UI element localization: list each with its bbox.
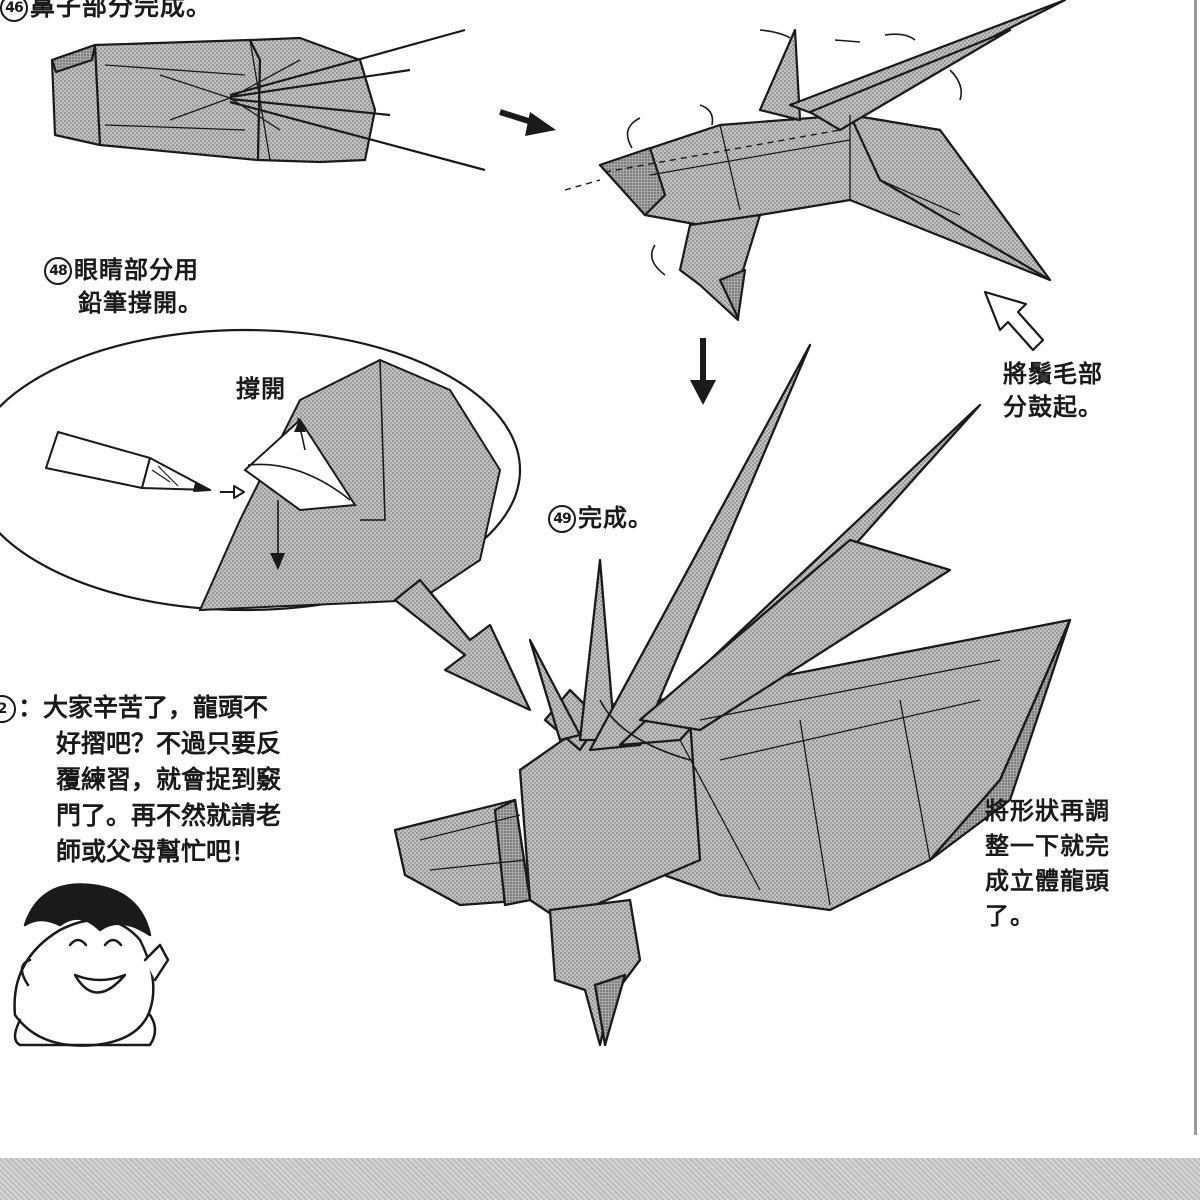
step46-number: 46 xyxy=(0,0,28,22)
step47-head-model xyxy=(564,0,1067,322)
bottom-page-band xyxy=(0,1158,1200,1200)
step46-text: 鼻子部分完成。 xyxy=(30,0,213,21)
step49-number: 49 xyxy=(548,505,576,533)
speech-line-1: 2：大家辛苦了，龍頭不 xyxy=(0,690,370,726)
page-edge-rule xyxy=(1194,0,1197,1135)
callout-pointer-arrow xyxy=(393,578,532,712)
speech-text: 2：大家辛苦了，龍頭不 好摺吧？不過只要反 覆練習，就會捉到竅 門了。再不然就請… xyxy=(0,690,370,870)
step48-line-1: 眼睛部分用 xyxy=(74,256,199,284)
callout-open-label: 撐開 xyxy=(236,375,286,403)
step48-eye-callout xyxy=(0,328,522,612)
step49-text: 完成。 xyxy=(578,504,653,532)
arrow-down-icon xyxy=(690,338,716,405)
speech-line-5: 師或父母幫忙吧！ xyxy=(56,837,257,866)
step48-number: 48 xyxy=(44,257,72,285)
cartoon-boy-icon xyxy=(13,883,170,1047)
shape-note-line-3: 成立體龍頭 xyxy=(985,867,1110,895)
step48-line-2: 鉛筆撐開。 xyxy=(78,289,203,317)
shape-note-line-2: 整一下就完 xyxy=(985,832,1110,860)
step46-nose-model xyxy=(50,28,486,172)
step49-final-dragon-head xyxy=(393,343,1072,1047)
speech-line-2: 好摺吧？不過只要反 xyxy=(56,729,282,758)
speech-line-4: 門了。再不然就請老 xyxy=(56,801,282,830)
outline-arrow-icon xyxy=(983,290,1045,352)
whisker-note-line-2: 分鼓起。 xyxy=(1003,393,1103,421)
whisker-note-line-1: 將鬚毛部 xyxy=(1003,360,1103,388)
shape-note-line-4: 了。 xyxy=(985,902,1035,930)
arrow-right-icon xyxy=(499,109,556,136)
speaker-mark: 2 xyxy=(0,695,16,723)
shape-note-line-1: 將形狀再調 xyxy=(985,797,1110,825)
pencil-icon xyxy=(45,431,245,499)
speech-line-3: 覆練習，就會捉到竅 xyxy=(56,765,282,794)
